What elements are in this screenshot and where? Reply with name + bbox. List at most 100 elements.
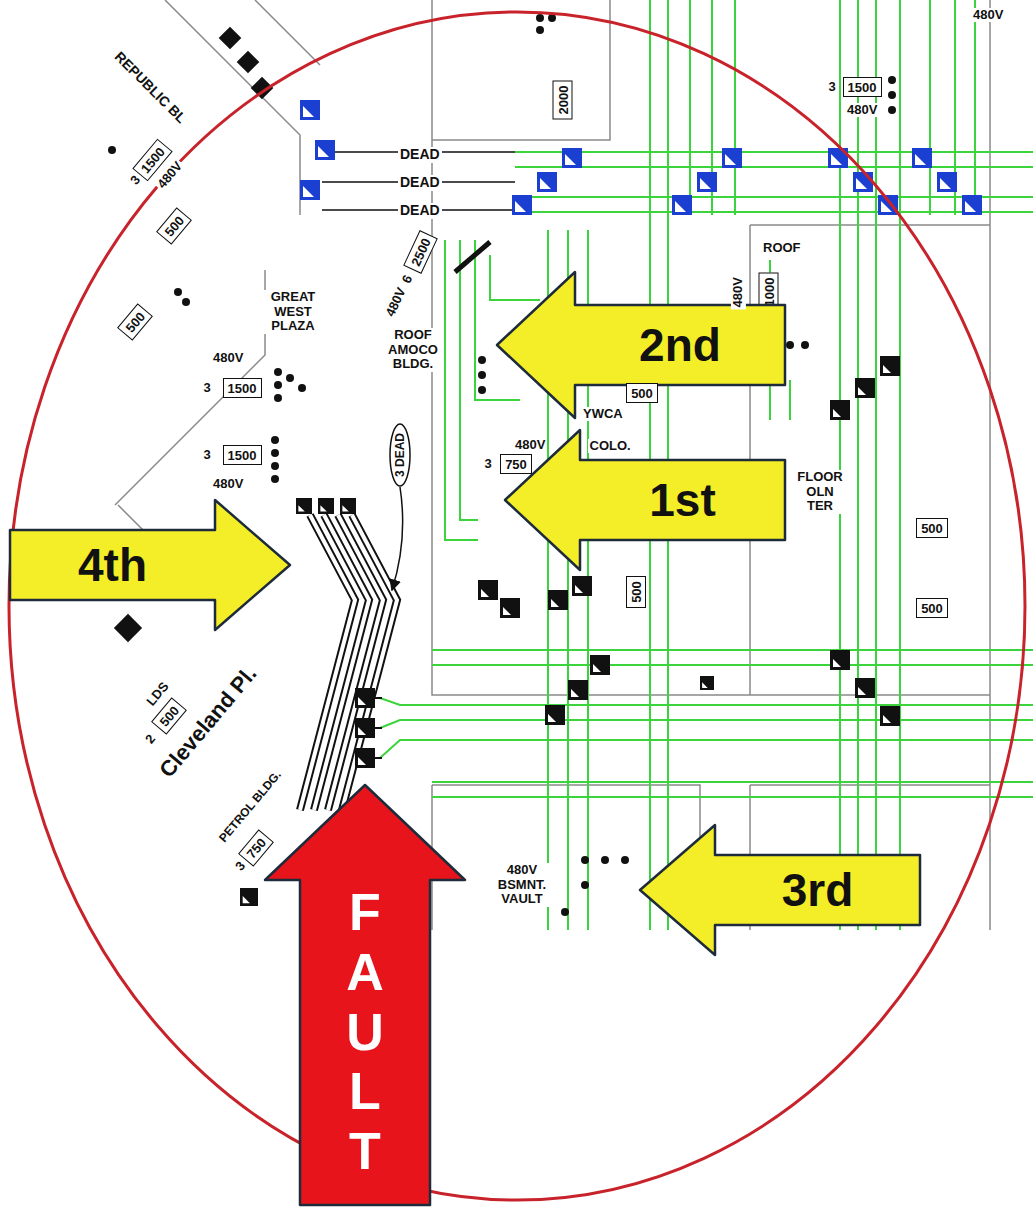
rating-value: 500 (921, 601, 943, 616)
switch-symbol (545, 705, 565, 725)
service-dot (478, 386, 486, 394)
service-dot (271, 475, 279, 483)
arrow-shape (505, 430, 785, 570)
service-dot (561, 908, 569, 916)
callout-number: 1st (649, 473, 715, 527)
text-holder: 1500 (228, 381, 257, 396)
text-holder: 3 DEAD (393, 433, 407, 477)
text-holder: 500 (921, 521, 943, 536)
switch-symbol (572, 576, 592, 596)
map-label: DEAD (398, 175, 442, 191)
switch-symbol (880, 356, 900, 376)
service-dot (182, 298, 190, 306)
rating-value: 2000 (555, 86, 570, 115)
switch-symbol (355, 748, 375, 768)
switch-symbol (830, 400, 850, 420)
bus-bar (455, 242, 490, 272)
service-dot (271, 436, 279, 444)
switch-symbol (830, 650, 850, 670)
junction-diamond (219, 27, 242, 50)
protector-symbol (672, 195, 692, 215)
rating-box: 500 (626, 576, 646, 608)
protector-symbol (562, 148, 582, 168)
protector-symbol (300, 100, 320, 120)
arrow-shape (640, 825, 920, 955)
service-dot (271, 462, 279, 470)
switch-symbol (340, 498, 356, 514)
service-dot (581, 856, 589, 864)
dead-tag: 3 DEAD (389, 423, 411, 487)
switch-symbol (568, 680, 588, 700)
switch-symbol (590, 655, 610, 675)
map-label: 3 (202, 381, 213, 396)
switch-symbol (855, 378, 875, 398)
live-cable (380, 0, 1033, 930)
map-label: GREAT WEST PLAZA (262, 290, 324, 334)
rating-value: 500 (921, 521, 943, 536)
arrow-shape (497, 272, 785, 418)
protector-symbol (937, 172, 957, 192)
text-holder: 500 (631, 386, 653, 401)
map-label: 480V (845, 103, 879, 118)
focus-ellipse (9, 12, 1025, 1200)
service-dot (286, 374, 294, 382)
service-dot (581, 881, 589, 889)
service-dot (274, 381, 282, 389)
rating-value: 1000 (761, 278, 776, 307)
map-label: 480V (971, 8, 1005, 23)
service-dot (888, 76, 896, 84)
rating-box: 2000 (552, 81, 572, 120)
arrow-shape (10, 500, 290, 630)
feeder-cable (300, 515, 397, 810)
feeder-cable-core (300, 515, 397, 810)
protector-symbol (300, 180, 320, 200)
rating-box: 750 (500, 454, 532, 474)
service-dot (888, 106, 896, 114)
rating-box: 500 (626, 383, 658, 403)
rating-box: 1500 (843, 77, 882, 97)
protector-symbol (512, 195, 532, 215)
service-dot (601, 856, 609, 864)
text-holder: 500 (629, 581, 644, 603)
service-dot (801, 341, 809, 349)
rating-box: 500 (916, 598, 948, 618)
text-holder: 3rd (715, 855, 920, 925)
callout-number: 3rd (782, 863, 854, 917)
map-label: ROOF AMOCO BLDG. (382, 328, 444, 372)
switch-symbol (500, 598, 520, 618)
service-dot (271, 449, 279, 457)
text-holder: 1000 (761, 278, 776, 307)
rating-box: 500 (916, 518, 948, 538)
arrow-outline (10, 500, 290, 630)
map-label: ROOF (761, 241, 803, 256)
map-label: 3 (483, 457, 494, 472)
protector-symbol (853, 172, 873, 192)
text-holder: 1500 (848, 80, 877, 95)
rating-value: 500 (631, 386, 653, 401)
service-dot (536, 26, 544, 34)
rating-value: 750 (505, 457, 527, 472)
rating-box: 1500 (223, 445, 262, 465)
service-dot (786, 341, 794, 349)
callout-number: 2nd (639, 318, 721, 372)
text-holder: FAULT (300, 860, 430, 1205)
map-label: COLO. (588, 439, 633, 454)
protector-symbol (962, 195, 982, 215)
map-label: FLOOR OLN TER (792, 470, 848, 514)
switch-symbol (318, 498, 334, 514)
switch-symbol (478, 580, 498, 600)
oval-shape (390, 424, 410, 486)
map-label: 480V (731, 275, 746, 309)
text-holder: 500 (921, 601, 943, 616)
switch-symbol (700, 676, 714, 690)
rating-value: 1500 (848, 80, 877, 95)
switch-symbol (880, 706, 900, 726)
leader-line (392, 487, 403, 590)
service-dot (298, 384, 306, 392)
rating-box: 1500 (223, 378, 262, 398)
map-label: 480V BSMNT. VAULT (488, 863, 556, 907)
service-dot (274, 394, 282, 402)
map-label: 3 (202, 448, 213, 463)
rating-value: 500 (629, 581, 644, 603)
switch-symbol (240, 888, 258, 906)
